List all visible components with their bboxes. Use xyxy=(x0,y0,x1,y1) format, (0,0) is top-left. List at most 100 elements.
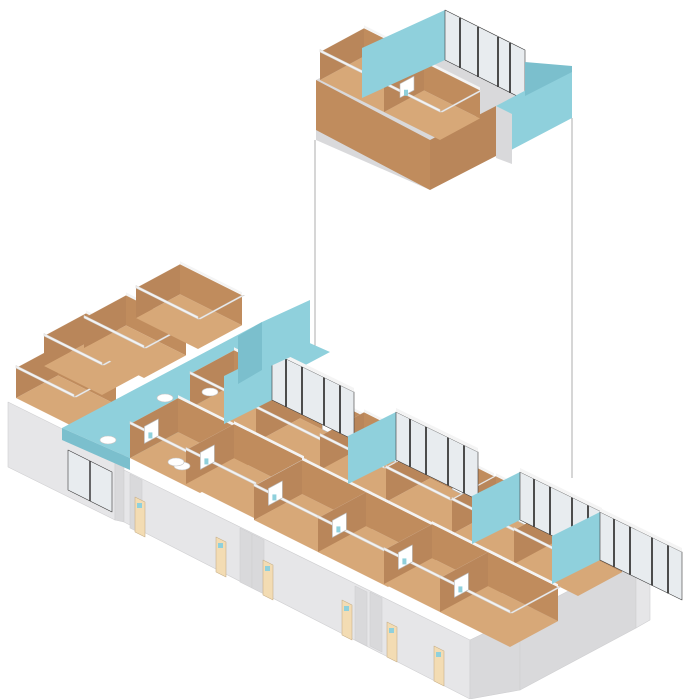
window xyxy=(200,444,215,470)
fixture-icon xyxy=(272,494,277,501)
room-floor xyxy=(84,325,186,378)
wall-top xyxy=(318,490,369,518)
glazing xyxy=(272,352,354,440)
room-wall xyxy=(136,264,180,318)
fixture-icon xyxy=(336,526,341,533)
room-wall xyxy=(320,28,364,81)
wall-top xyxy=(15,365,75,398)
module-face xyxy=(316,80,430,190)
wall-top xyxy=(272,348,354,392)
glazing xyxy=(600,512,682,600)
door-sign xyxy=(265,566,270,571)
wall-top xyxy=(320,26,367,52)
bathroom-fixture xyxy=(99,435,117,445)
upper-module xyxy=(316,9,572,190)
window xyxy=(398,544,413,570)
door-sign xyxy=(344,606,349,611)
room-wall xyxy=(488,552,558,622)
accent-wall xyxy=(472,472,520,544)
room-floor xyxy=(440,586,558,647)
wall-top xyxy=(488,549,558,588)
fixture-icon xyxy=(404,89,408,96)
window xyxy=(144,418,159,444)
window xyxy=(268,480,283,506)
glazing xyxy=(445,10,525,100)
pilaster xyxy=(496,106,512,164)
accent-wall xyxy=(262,300,310,370)
wall-top xyxy=(520,468,602,512)
room-floor xyxy=(384,90,480,140)
wall-top xyxy=(366,489,436,528)
bathroom-fixture xyxy=(156,393,174,403)
wall-top xyxy=(439,90,483,113)
pilaster xyxy=(239,527,253,589)
pilaster xyxy=(354,585,368,647)
accent-wall xyxy=(362,10,445,98)
entrance-frame xyxy=(67,449,113,513)
wall-top xyxy=(440,550,491,578)
room-floor xyxy=(136,294,242,349)
bedroom-lower xyxy=(439,549,561,647)
fixture-icon xyxy=(402,558,407,565)
glazed-bay xyxy=(552,508,683,601)
wall-top xyxy=(302,457,372,496)
wall-top xyxy=(83,315,145,349)
window xyxy=(399,75,415,99)
left-wing-room xyxy=(135,261,245,349)
bathroom-fixture xyxy=(201,387,219,397)
fixture-icon xyxy=(148,432,153,439)
door-sign xyxy=(436,652,441,657)
wall-top xyxy=(600,508,682,552)
fixture-icon xyxy=(458,586,463,593)
room-wall xyxy=(84,295,126,348)
room-wall xyxy=(190,350,234,408)
wall-top xyxy=(136,262,183,288)
wall-top xyxy=(135,285,199,320)
wall-top xyxy=(396,408,478,452)
bathroom-fixture xyxy=(167,457,185,467)
wall-top xyxy=(130,396,181,424)
connector-lines xyxy=(314,118,573,478)
accent-wall xyxy=(238,322,262,384)
main-block xyxy=(7,261,683,699)
wall-top xyxy=(197,294,245,320)
accent-wall xyxy=(496,66,572,158)
wall-top xyxy=(84,293,129,318)
exterior-wall xyxy=(123,469,471,699)
wall-top xyxy=(384,522,435,550)
door-sign xyxy=(218,543,223,548)
room-wall xyxy=(180,264,242,326)
door-sign xyxy=(137,503,142,508)
room-floor xyxy=(44,343,144,395)
wall-top xyxy=(424,59,480,91)
pilaster xyxy=(251,533,265,595)
fixture-icon xyxy=(204,458,209,465)
glazing xyxy=(396,412,478,500)
wall-top xyxy=(254,458,305,486)
accent-wall xyxy=(552,512,600,584)
wall-top xyxy=(186,422,237,450)
accent-wall xyxy=(525,62,572,96)
corridor-edge xyxy=(62,428,130,470)
door-sign xyxy=(389,628,394,633)
accent-wall xyxy=(348,412,396,484)
wall-top xyxy=(43,333,103,366)
wall-top xyxy=(44,311,89,336)
glazing-frame xyxy=(599,511,683,601)
window xyxy=(332,512,347,538)
pilaster xyxy=(369,591,383,653)
wall-top xyxy=(509,586,561,614)
wall-top xyxy=(234,421,304,460)
wall-top xyxy=(180,261,242,296)
wall-top xyxy=(385,465,451,501)
glazed-bay xyxy=(348,408,479,501)
room-wall xyxy=(424,62,480,119)
wall-top xyxy=(178,395,248,434)
module-face xyxy=(430,106,496,190)
wall-top xyxy=(432,521,502,560)
room-wall xyxy=(44,313,86,366)
window xyxy=(454,572,469,598)
wall-top xyxy=(190,348,237,374)
